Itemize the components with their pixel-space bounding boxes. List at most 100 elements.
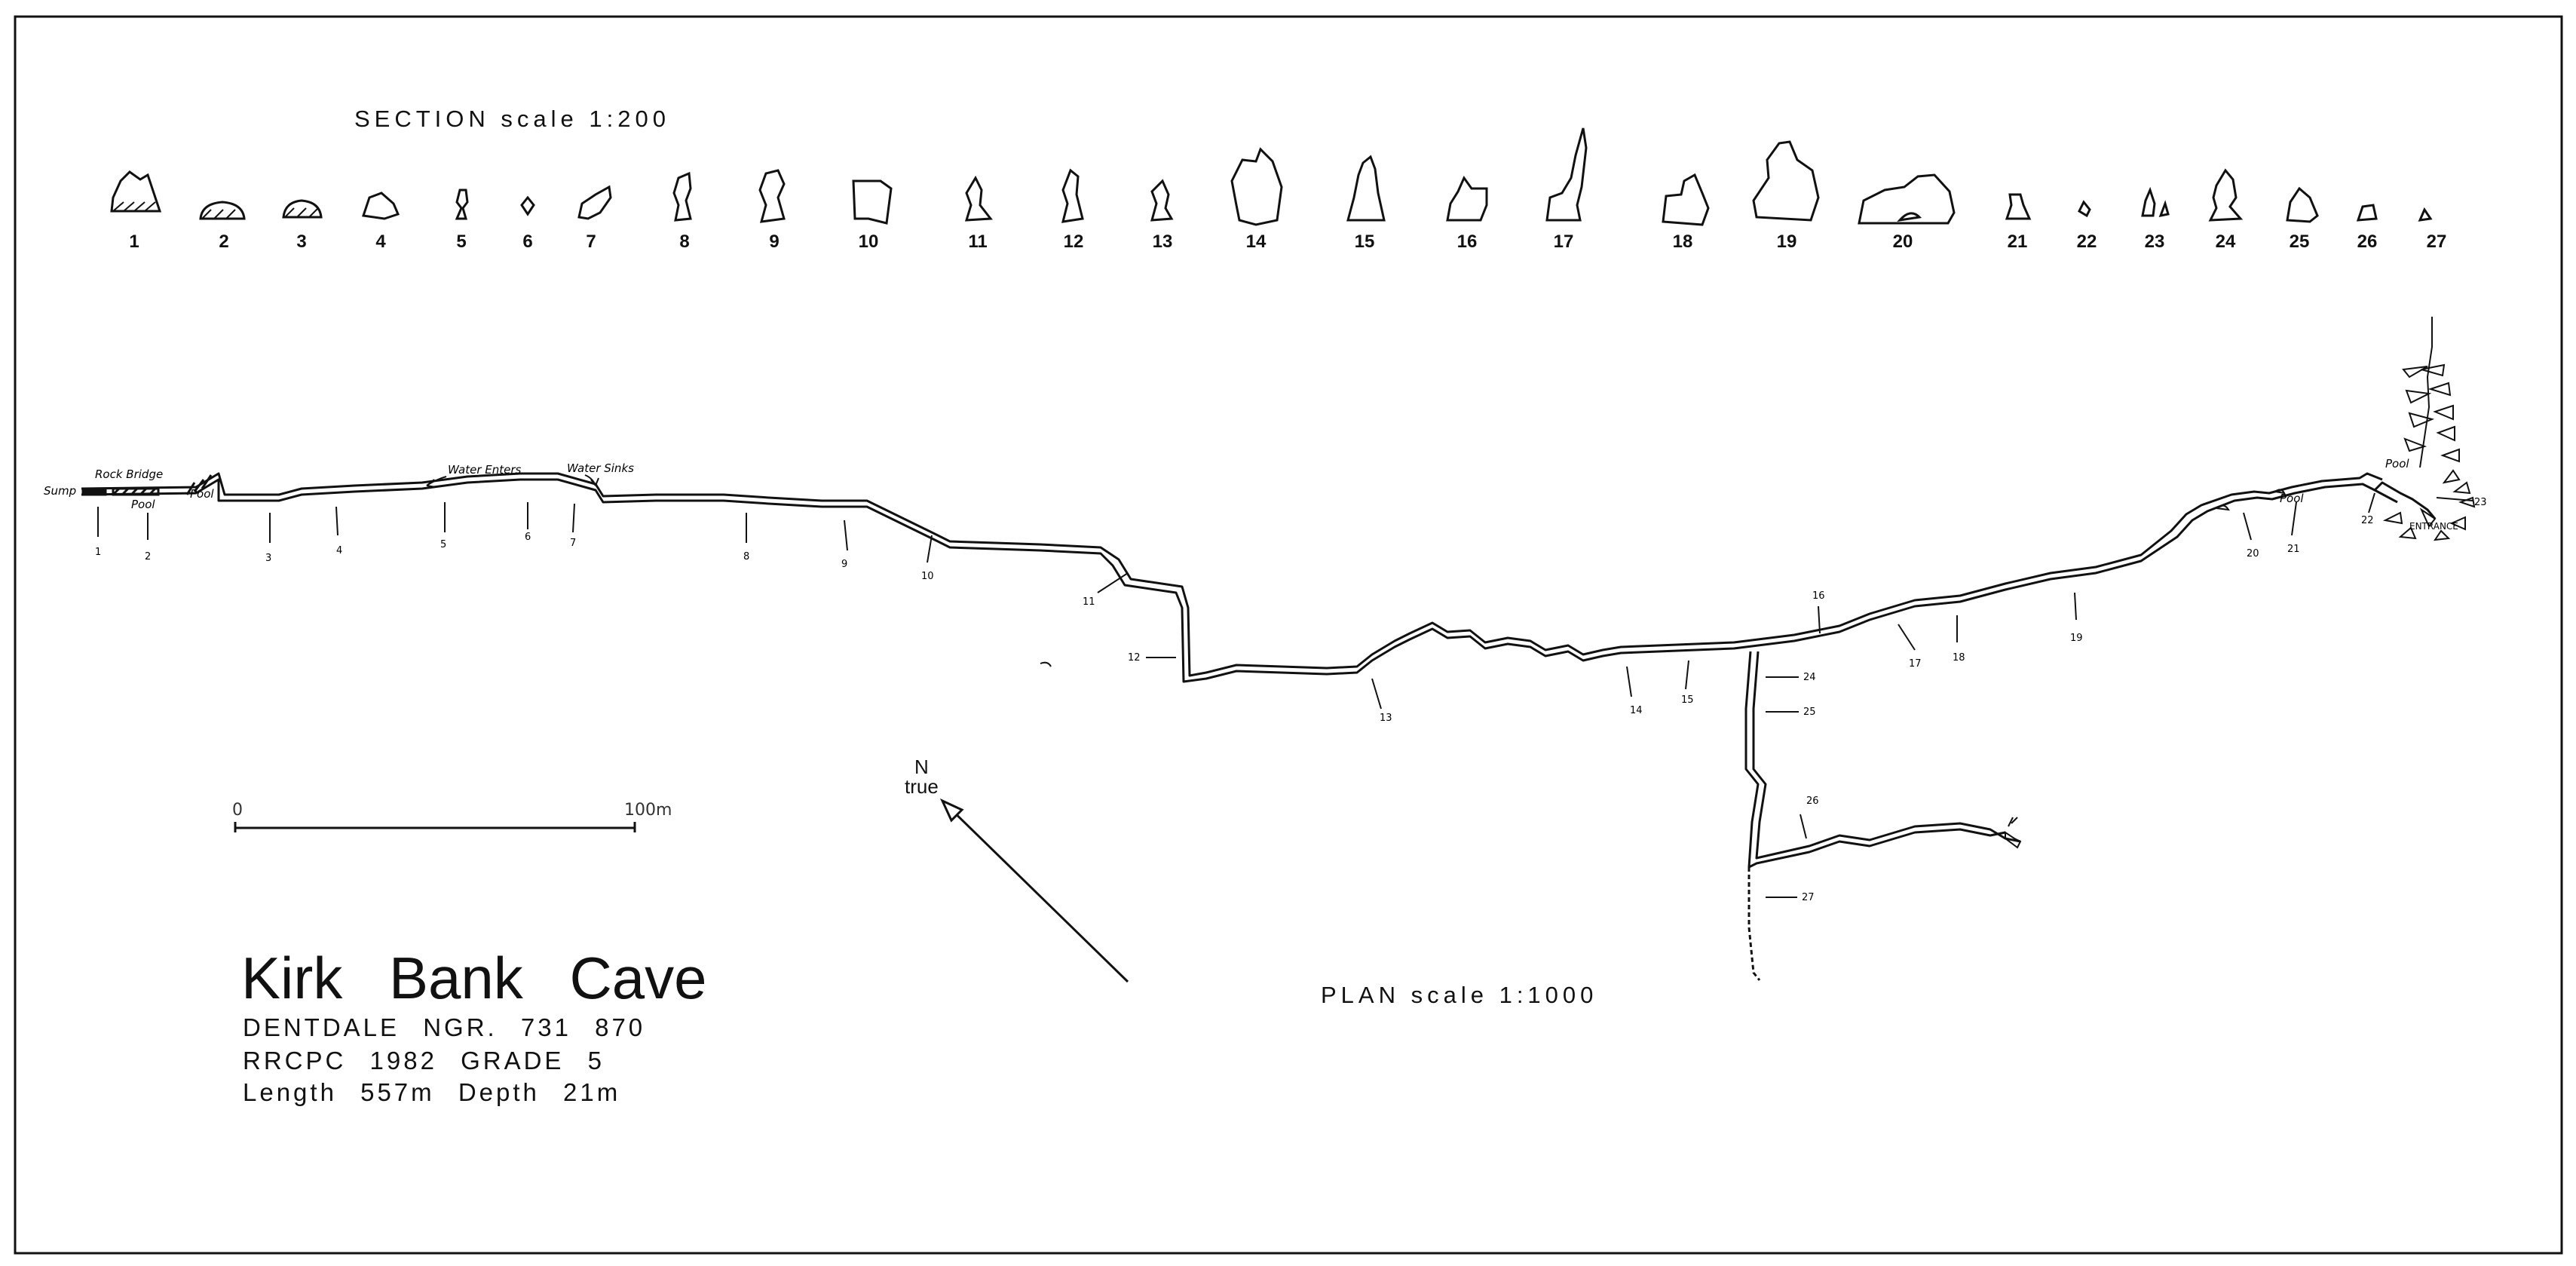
plan-labels: 1 2 3 4 5 6 7 8 9 10 11 12 13 14 15 16 1… — [44, 457, 2487, 903]
scale-end-label: 100m — [624, 801, 672, 820]
section-number: 6 — [522, 231, 532, 252]
north-arrow — [939, 798, 1129, 983]
section-number: 11 — [968, 231, 987, 252]
section-shape-26 — [2356, 204, 2378, 222]
section-number: 13 — [1153, 231, 1173, 252]
section-number: 25 — [2290, 231, 2310, 252]
annotation-sump: Sump — [44, 484, 76, 498]
annotation-arrows — [426, 474, 599, 488]
north-letter: N — [914, 756, 929, 778]
section-number: 26 — [2357, 231, 2378, 252]
annotation-pool: Pool — [2385, 457, 2409, 471]
section-shape-10 — [852, 179, 893, 225]
section-shape-9 — [758, 169, 786, 223]
station-label: 1 — [95, 547, 101, 558]
scale-start-label: 0 — [232, 801, 243, 820]
station-label: 10 — [921, 571, 934, 582]
annotation-water-sinks: Water Sinks — [567, 461, 634, 475]
section-shape-4 — [362, 192, 400, 220]
station-label: 23 — [2474, 497, 2487, 508]
annotation-pool: Pool — [2280, 492, 2304, 505]
section-shape-16 — [1446, 175, 1488, 222]
section-shape-1 — [110, 170, 162, 213]
section-number: 2 — [219, 231, 228, 252]
section-shape-12 — [1061, 168, 1084, 223]
station-label: 27 — [1802, 892, 1815, 903]
section-number: 9 — [769, 231, 779, 252]
cave-passage-main — [81, 472, 2437, 981]
station-label: 24 — [1803, 672, 1816, 683]
map-title: Kirk Bank Cave — [241, 945, 707, 1011]
scale-bar — [234, 822, 636, 832]
section-number: 22 — [2077, 231, 2097, 252]
station-label: 11 — [1083, 596, 1095, 608]
section-shape-3 — [282, 199, 323, 219]
section-number: 5 — [456, 231, 466, 252]
section-shape-23b — [2158, 200, 2170, 218]
station-label: 4 — [336, 545, 342, 556]
section-shape-27 — [2418, 207, 2433, 222]
passage-wall-south — [81, 478, 2398, 683]
station-label: 25 — [1803, 707, 1816, 718]
section-number: 1 — [129, 231, 139, 252]
station-label: 9 — [841, 559, 847, 570]
station-label: 17 — [1909, 658, 1922, 670]
side-branch-south — [1752, 651, 2021, 860]
info-club-grade: RRCPC 1982 GRADE 5 — [243, 1047, 605, 1074]
passage-wall-north — [81, 472, 2383, 677]
section-number: 20 — [1893, 231, 1913, 252]
station-label: 26 — [1806, 795, 1819, 807]
section-shape-25 — [2286, 186, 2319, 223]
station-label: 18 — [1953, 652, 1965, 664]
entrance-passage — [2373, 481, 2437, 520]
section-shape-7 — [577, 185, 612, 220]
plan-title: PLAN scale 1:1000 — [1321, 982, 1598, 1008]
station-label: 22 — [2361, 515, 2374, 526]
station-label: 16 — [1812, 590, 1825, 602]
section-number: 19 — [1777, 231, 1797, 252]
cross-sections — [110, 127, 2433, 226]
section-title: SECTION scale 1:200 — [354, 106, 670, 132]
section-shape-20 — [1858, 173, 1956, 225]
section-shape-5 — [455, 189, 469, 220]
plan-hatch — [81, 474, 213, 496]
section-shape-15 — [1346, 155, 1386, 222]
annotation-pool: Pool — [190, 487, 214, 501]
section-shape-13 — [1150, 179, 1174, 222]
section-number: 24 — [2216, 231, 2236, 252]
section-hatch — [112, 201, 319, 219]
section-number: 12 — [1064, 231, 1084, 252]
plan-features — [1040, 489, 2286, 849]
station-label: 3 — [265, 553, 271, 564]
station-label: 2 — [145, 551, 151, 562]
station-label: 6 — [525, 532, 531, 543]
section-shape-23a — [2141, 186, 2156, 217]
section-shape-24 — [2208, 168, 2244, 222]
section-shape-19 — [1752, 140, 1820, 222]
section-number: 23 — [2145, 231, 2165, 252]
section-number: 27 — [2427, 231, 2447, 252]
section-number: 16 — [1457, 231, 1478, 252]
station-label: 7 — [570, 538, 576, 549]
section-number: 17 — [1554, 231, 1574, 252]
section-shape-6 — [520, 195, 535, 216]
station-label: 5 — [440, 539, 446, 550]
section-shape-20-inner — [1897, 212, 1922, 222]
station-label: 19 — [2070, 633, 2083, 644]
section-shape-14 — [1230, 147, 1283, 226]
section-shape-18 — [1662, 173, 1710, 226]
annotation-rock-bridge: Rock Bridge — [95, 467, 163, 481]
south-passage — [1747, 867, 1761, 981]
section-shape-22 — [2078, 200, 2091, 218]
station-ticks — [97, 492, 2473, 898]
side-branch-north — [1744, 651, 2006, 869]
station-label: 20 — [2247, 548, 2259, 559]
section-number: 14 — [1246, 231, 1267, 252]
section-number: 21 — [2008, 231, 2028, 252]
section-numbers: 1 2 3 4 5 6 7 8 9 10 11 12 13 14 15 16 1… — [129, 231, 2446, 252]
section-number: 3 — [296, 231, 306, 252]
entrance-scree — [2382, 317, 2476, 541]
annotation-water-enters: Water Enters — [448, 463, 522, 477]
section-shape-8 — [672, 171, 692, 222]
